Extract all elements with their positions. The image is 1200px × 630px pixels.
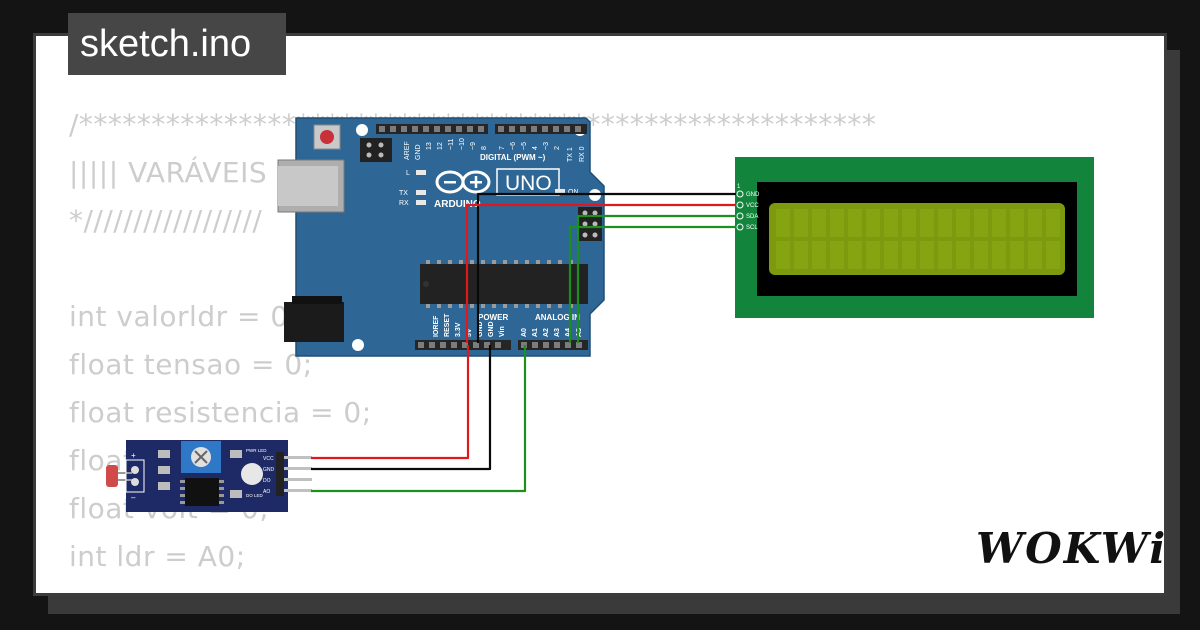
code-line: ||||| VARÁVEIS — [69, 156, 268, 189]
pin-label: A2 — [543, 328, 550, 337]
code-line: int ldr = A0; — [69, 540, 246, 573]
wire-vcc-ldr[interactable] — [311, 345, 470, 460]
lcd-pin-label: SDA — [746, 214, 758, 220]
on-label: ON — [568, 189, 579, 196]
pin-label: GND — [477, 321, 484, 337]
icsp-header-right — [578, 207, 602, 241]
pin-label: A5 — [576, 328, 583, 337]
ldr-plus-label: + — [131, 451, 136, 460]
wire-ao-ldr[interactable] — [311, 345, 527, 493]
lcd-display[interactable]: 1 GND VCC SDA SCL — [735, 157, 1094, 318]
pin-label: RESET — [444, 313, 451, 337]
wire-gnd-lcd[interactable] — [476, 192, 736, 343]
arduino-logo — [435, 170, 491, 194]
wire-vcc-lcd[interactable] — [465, 203, 736, 343]
lcd-pin-one: 1 — [737, 184, 741, 190]
code-line: float tensao = 0; — [69, 348, 313, 381]
digital-header-right — [495, 124, 587, 134]
pin-label: 5V — [466, 328, 473, 337]
status-led — [241, 463, 263, 485]
wokwi-logo[interactable]: WOKWi — [976, 524, 1168, 573]
file-name-tag[interactable]: sketch.ino — [68, 13, 286, 75]
pin-label: ~3 — [543, 142, 550, 150]
pin-label: ~9 — [470, 142, 477, 150]
analog-header — [518, 340, 588, 350]
ldr-pin-label: VCC — [263, 456, 274, 462]
pin-label: 7 — [499, 146, 506, 150]
lcd-pin-label: GND — [746, 192, 760, 198]
pin-label: 13 — [426, 142, 433, 150]
pin-label: RX 0 — [579, 146, 586, 162]
arduino-brand: ARDUINO — [434, 199, 481, 210]
led-label-tx: TX — [399, 190, 408, 197]
wire-gnd-ldr[interactable] — [311, 345, 492, 471]
led-label: PWR LED — [246, 448, 267, 453]
ldr-pin-label: AO — [263, 489, 270, 495]
power-label: POWER — [478, 313, 508, 322]
reset-button[interactable] — [313, 124, 341, 150]
lcd-pin-label: VCC — [746, 203, 759, 209]
photoresistor — [106, 465, 132, 487]
pin-label: 3.3V — [455, 322, 462, 337]
digital-header-left — [376, 124, 488, 134]
pin-label: Vin — [499, 326, 506, 337]
pin-label: A3 — [554, 328, 561, 337]
pin-label: 8 — [481, 146, 488, 150]
lcd-pin-label: SCL — [746, 225, 758, 231]
model-label: UNO — [505, 172, 552, 195]
wire-sda-lcd[interactable] — [576, 214, 736, 343]
ldr-pin-label: DO — [263, 478, 271, 484]
ldr-sensor-module[interactable]: + – PWR LED DO LED — [106, 440, 312, 512]
led-label: DO LED — [246, 493, 264, 498]
icsp-header — [360, 138, 392, 162]
led-label-l: L — [406, 170, 410, 177]
atmega-chip — [420, 260, 588, 308]
potentiometer[interactable] — [181, 441, 221, 473]
code-background: /***************************************… — [36, 36, 1164, 593]
code-line: float resistencia = 0; — [69, 396, 372, 429]
wire-scl-lcd[interactable] — [568, 225, 736, 343]
pin-label: TX 1 — [567, 147, 574, 162]
pin-label: 12 — [437, 142, 444, 150]
analog-label: ANALOG IN — [535, 313, 580, 322]
pin-label: ~10 — [459, 138, 466, 150]
wires — [311, 192, 736, 493]
pin-label: ~11 — [448, 139, 455, 150]
ldr-pin-label: GND — [263, 467, 275, 473]
pin-label: IOREF — [433, 315, 440, 337]
ldr-minus-label: – — [131, 493, 136, 502]
pin-label: GND — [488, 321, 495, 337]
pin-label: A1 — [532, 328, 539, 337]
pin-label: ~6 — [510, 142, 517, 150]
pin-label-aref: AREF — [404, 141, 411, 160]
pin-label-gnd: GND — [415, 144, 422, 160]
digital-label: DIGITAL (PWM ~) — [480, 153, 546, 162]
code-line: int valorldr = 0; — [69, 300, 299, 333]
pin-label: 4 — [532, 146, 539, 150]
led-label-rx: RX — [399, 200, 409, 207]
code-line: *////////////////// — [69, 204, 263, 237]
pin-label: 2 — [554, 146, 561, 150]
pin-label: A4 — [565, 328, 572, 337]
pin-label: ~5 — [521, 142, 528, 150]
arduino-uno-board[interactable]: AREF GND 13 12 ~11 ~10 ~9 8 7 ~6 ~5 4 ~3… — [277, 117, 605, 357]
comparator-ic — [180, 478, 224, 506]
pin-label: A0 — [521, 328, 528, 337]
power-jack — [284, 296, 344, 342]
